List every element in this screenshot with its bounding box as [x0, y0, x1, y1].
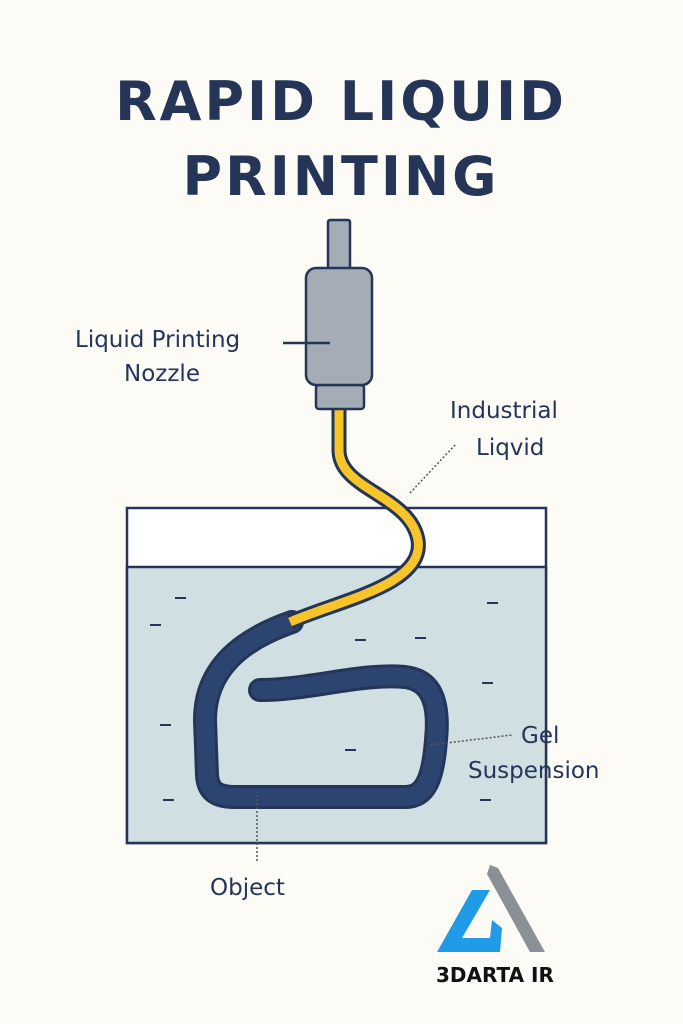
- nozzle-label-line-1: Liquid Printing: [75, 327, 240, 353]
- gel-leader: [429, 734, 513, 746]
- logo-text: 3DARTA IR: [436, 963, 554, 987]
- logo-blue-shape: [437, 890, 502, 952]
- title-line-2: PRINTING: [183, 145, 500, 208]
- gel-label-line-2: Suspension: [468, 758, 600, 784]
- liquid-label-line-1: Industrial: [450, 398, 558, 424]
- title-line-1: RAPID LIQUID: [115, 70, 567, 133]
- nozzle: [304, 218, 374, 411]
- logo: 3DARTA IR: [436, 865, 554, 987]
- liquid-leader: [409, 443, 457, 494]
- gel-label-line-1: Gel: [521, 723, 559, 749]
- gel-dashes: [150, 597, 498, 801]
- object-label: Object: [210, 875, 285, 901]
- logo-gray-stroke: [487, 865, 545, 952]
- liquid-label-line-2: Liqvid: [476, 435, 544, 461]
- nozzle-label-line-2: Nozzle: [124, 361, 200, 387]
